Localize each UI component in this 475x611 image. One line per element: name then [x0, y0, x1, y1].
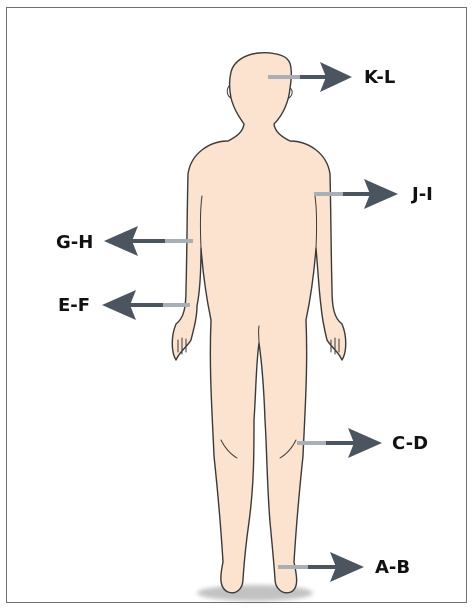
label-k-l: K-L	[364, 67, 395, 88]
torso-and-limbs	[172, 53, 346, 593]
arrow-c-d: C-D	[297, 428, 428, 458]
arrow-e-f: E-F	[58, 290, 190, 320]
body-silhouette	[172, 53, 346, 593]
label-j-i: J-I	[410, 184, 433, 205]
arrow-a-b: A-B	[278, 552, 410, 582]
label-c-d: C-D	[392, 433, 428, 454]
label-e-f: E-F	[58, 295, 90, 316]
arrow-g-h: G-H	[56, 226, 193, 256]
label-g-h: G-H	[56, 232, 93, 253]
label-a-b: A-B	[375, 557, 410, 578]
arrow-j-i: J-I	[314, 179, 433, 209]
